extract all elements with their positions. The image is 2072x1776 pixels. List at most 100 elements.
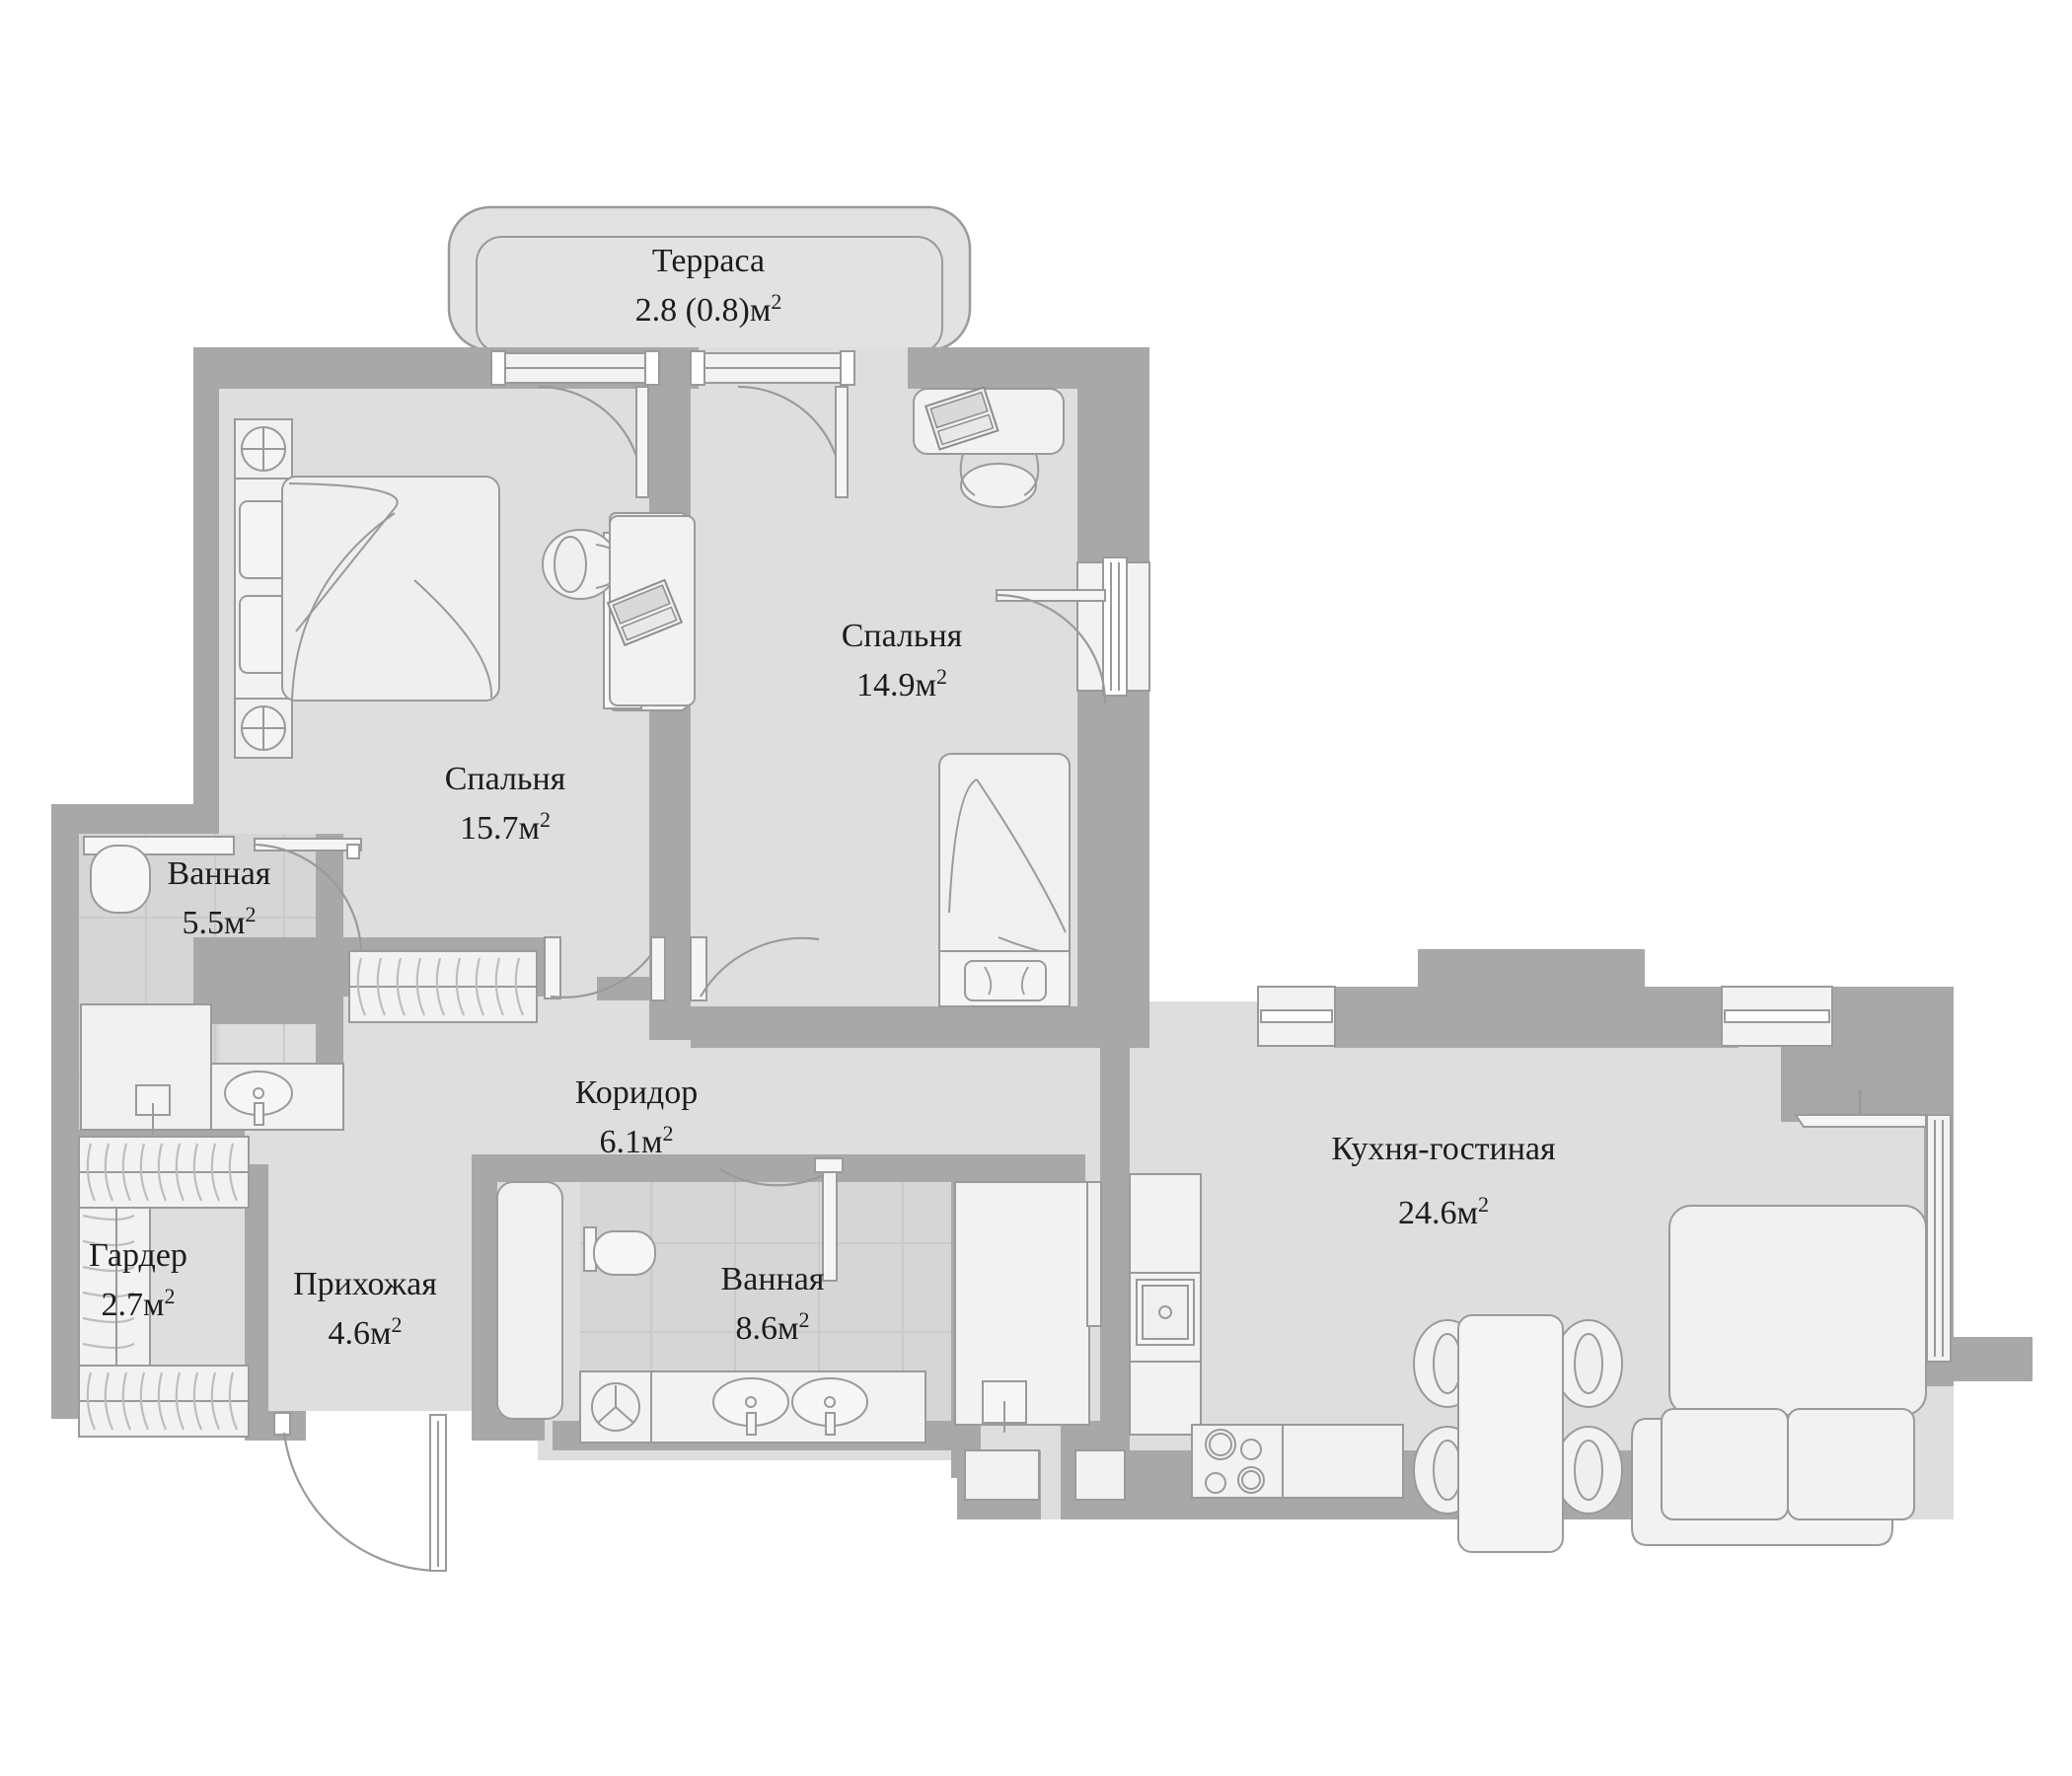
bedroom1-name: Спальня — [445, 761, 566, 797]
bedroom1-workspace — [542, 515, 696, 706]
office-chair-bedroom2 — [959, 453, 1040, 508]
label-bedroom1: Спальня 15.7м2 — [445, 761, 566, 847]
wall-right-upper-a — [1077, 347, 1149, 562]
room-labels: Терраса 2.8 (0.8)м2 Спальня 15.7м2 Спаль… — [89, 243, 1556, 1352]
shaft-b — [1074, 1449, 1126, 1501]
bath1-door — [254, 838, 363, 954]
interior-doors — [254, 838, 844, 1573]
bath1-area: 5.5м2 — [182, 902, 256, 941]
laptop-bedroom1 — [606, 578, 684, 647]
wall-corridor-west — [193, 997, 322, 1024]
kitchen-tall-unit-b — [1129, 1361, 1202, 1436]
bedroom2-door — [690, 936, 820, 1001]
wardrobe-name: Гардер — [89, 1237, 187, 1274]
single-bed-bedroom2 — [938, 753, 1071, 1007]
pillow-2 — [239, 595, 288, 674]
terrace-name: Терраса — [652, 243, 765, 279]
label-terrace: Терраса 2.8 (0.8)м2 — [635, 243, 782, 329]
wall-top-left — [193, 347, 501, 389]
kitchen-counter — [1282, 1424, 1404, 1499]
terrace-group — [447, 205, 972, 354]
kitchen-name: Кухня-гостиная — [1331, 1131, 1556, 1167]
kitchen-window-left — [1257, 986, 1336, 1047]
wall-bath2-top-b — [841, 1154, 1085, 1182]
bedroom2-area: 14.9м2 — [856, 664, 947, 703]
hanger-icons-side — [82, 1214, 135, 1350]
double-bed — [281, 476, 500, 702]
office-chair-bedroom1 — [542, 529, 624, 600]
hall-floor — [264, 1164, 491, 1411]
wall-bedroom2-bottom — [691, 1006, 1077, 1048]
sofa-cushion-right — [1787, 1408, 1915, 1520]
corridor-name: Коридор — [575, 1074, 698, 1111]
shower-drain-icon — [591, 1382, 640, 1432]
shaft-a — [964, 1449, 1040, 1501]
desk-bedroom1-group — [606, 515, 696, 706]
wardrobe-area: 2.7м2 — [101, 1284, 175, 1323]
bath2-name: Ванная — [721, 1261, 825, 1297]
wall-bath1-top — [51, 804, 219, 834]
balcony-sill — [1794, 1114, 1927, 1128]
wall-kitchen-north-a — [1334, 987, 1739, 1048]
terrace-area: 2.8 (0.8)м2 — [635, 289, 782, 329]
dining-table — [1457, 1314, 1564, 1553]
wall-corridor-top-a — [597, 977, 696, 1000]
bedroom2-balcony-door — [996, 556, 1150, 704]
toilet-bath2 — [593, 1230, 656, 1276]
burner-small-2-icon — [1205, 1472, 1226, 1494]
bedroom2-furniture — [913, 386, 1071, 1007]
hall-furniture — [496, 1181, 563, 1420]
label-bath2: Ванная 8.6м2 — [721, 1261, 825, 1347]
wall-left-upper — [193, 347, 219, 807]
label-corridor: Коридор 6.1м2 — [575, 1074, 698, 1160]
faucet-bath1 — [254, 1102, 264, 1126]
bathtub-drain — [135, 1084, 171, 1116]
entrance-door — [273, 1412, 447, 1573]
oven-knob-icon — [1158, 1305, 1172, 1319]
hanger-icons-top — [86, 1143, 239, 1202]
laptop-bedroom2 — [925, 386, 999, 451]
wardrobe-rail-side — [78, 1207, 151, 1367]
burner-large-icon — [1205, 1429, 1236, 1460]
burner-small-icon — [1240, 1439, 1262, 1460]
hanger-icons-corridor — [356, 957, 525, 1016]
terrace-door-right — [690, 350, 855, 498]
kitchen-tall-unit-a — [1129, 1173, 1202, 1274]
label-kitchen: Кухня-гостиная 24.6м2 — [1331, 1131, 1556, 1231]
label-bedroom2: Спальня 14.9м2 — [842, 618, 963, 703]
kitchen-window-right — [1721, 986, 1833, 1047]
burner-med-icon — [1237, 1466, 1265, 1494]
sofa — [1631, 1408, 1915, 1546]
hanger-icons-bottom — [86, 1371, 239, 1431]
wall-kitchen-north-bump — [1418, 949, 1645, 989]
bath2-door — [719, 1157, 844, 1282]
kitchen-furniture — [1129, 1173, 1927, 1553]
kitchen-area: 24.6м2 — [1398, 1192, 1489, 1231]
label-hall: Прихожая 4.6м2 — [293, 1266, 437, 1352]
bath2-area: 8.6м2 — [735, 1307, 809, 1347]
dining-set — [1413, 1314, 1623, 1553]
bedroom1-area: 15.7м2 — [460, 807, 551, 847]
hall-area: 4.6м2 — [328, 1312, 402, 1352]
pillow-1 — [239, 500, 288, 579]
desk-bedroom2 — [913, 386, 1065, 508]
sofa-cushion-left — [1661, 1408, 1789, 1520]
wall-right-upper-b — [1077, 691, 1149, 1048]
wall-bedroom-partition — [649, 389, 691, 1040]
hall-name: Прихожая — [293, 1266, 437, 1302]
hall-cabinet — [496, 1181, 563, 1420]
bath1-furniture — [80, 836, 344, 1135]
wall-bath2-top-a — [497, 1154, 852, 1182]
bedroom2-name: Спальня — [842, 618, 963, 654]
bedroom1-door — [544, 936, 666, 1001]
wall-kitchen-west — [1100, 1046, 1130, 1441]
bath1-name: Ванная — [168, 855, 271, 892]
lounge-bed — [1668, 1205, 1927, 1416]
pillow-bedroom2 — [964, 960, 1047, 1001]
niche-panel — [1086, 1181, 1102, 1327]
wall-west-exterior — [51, 804, 79, 1419]
kitchen-balcony-door — [1794, 1090, 1952, 1363]
wardrobe-furniture — [78, 950, 538, 1438]
bath2-furniture — [579, 1181, 1126, 1501]
